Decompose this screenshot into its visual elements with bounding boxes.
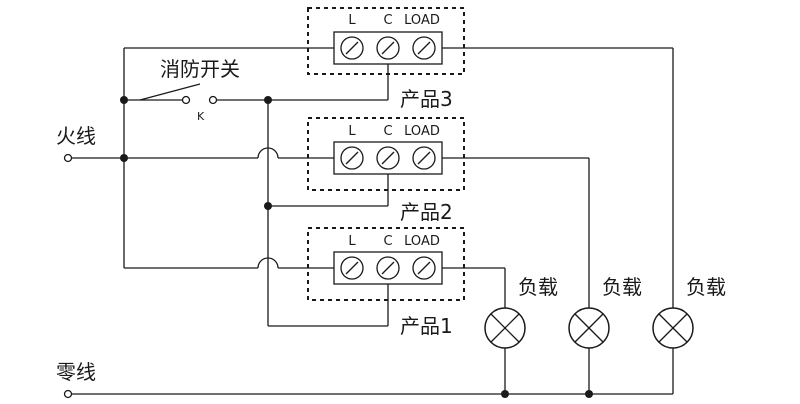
screw-terminal-l	[340, 256, 364, 280]
screw-terminal-c	[376, 146, 400, 170]
switch-contact-a	[181, 95, 191, 105]
terminal-label-c: C	[383, 124, 392, 139]
load-label: 负载	[602, 275, 642, 299]
load-label: 负载	[518, 275, 558, 299]
screw-terminal-c	[376, 36, 400, 60]
neutral-terminal	[63, 389, 73, 399]
product-2-label: 产品2	[400, 200, 453, 224]
wires	[63, 47, 674, 399]
junction-dot	[501, 390, 509, 398]
load-label: 负载	[686, 275, 726, 299]
junction-dot	[585, 390, 593, 398]
terminal-label-load: LOAD	[404, 124, 440, 139]
lamp-icon	[484, 307, 526, 349]
screw-terminal-l	[340, 36, 364, 60]
switch-blade	[139, 83, 201, 101]
screw-terminal-load	[412, 36, 436, 60]
screw-terminal-load	[412, 146, 436, 170]
product-2: L C LOAD 产品2	[307, 117, 465, 224]
product-1: L C LOAD 产品1	[307, 227, 465, 338]
load-1: 负载	[484, 275, 558, 349]
junction-dot	[264, 96, 272, 104]
terminal-label-load: LOAD	[404, 234, 440, 249]
junction-dot	[120, 96, 128, 104]
fire-switch-label: 消防开关	[160, 57, 240, 81]
neutral-label: 零线	[56, 360, 96, 384]
terminal-label-l: L	[348, 124, 356, 139]
screw-terminal-c	[376, 256, 400, 280]
terminal-label-l: L	[348, 13, 356, 28]
live-label: 火线	[56, 124, 96, 148]
switch-contact-label: K	[197, 110, 205, 123]
switch-contact-b	[208, 95, 218, 105]
junction-dot	[264, 202, 272, 210]
terminal-label-load: LOAD	[404, 13, 440, 28]
product-3-outline	[307, 7, 465, 75]
load-3: 负载	[652, 275, 726, 349]
product-1-outline	[307, 227, 465, 301]
lamp-icon	[652, 307, 694, 349]
junction-dot	[120, 154, 128, 162]
screw-terminal-load	[412, 256, 436, 280]
product-3: L C LOAD 产品3	[307, 7, 465, 111]
product-1-label: 产品1	[400, 314, 453, 338]
lamp-icon	[568, 307, 610, 349]
live-terminal	[63, 153, 73, 163]
product-3-label: 产品3	[400, 87, 453, 111]
junctions	[120, 96, 593, 398]
terminal-label-l: L	[348, 234, 356, 249]
terminal-label-c: C	[383, 13, 392, 28]
terminal-label-c: C	[383, 234, 392, 249]
screw-terminal-l	[340, 146, 364, 170]
load-2: 负载	[568, 275, 642, 349]
product-2-outline	[307, 117, 465, 191]
